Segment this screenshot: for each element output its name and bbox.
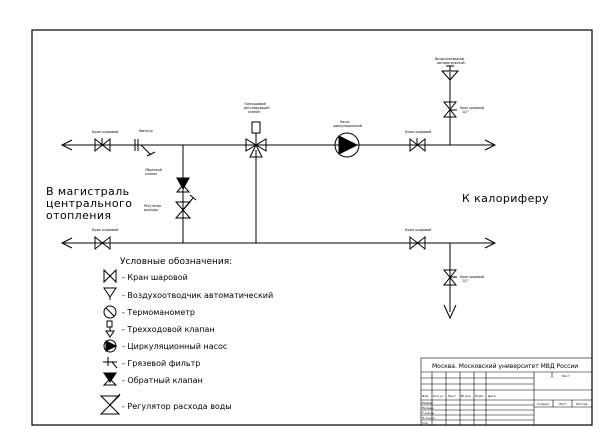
legend-label-balancing-valve: - Регулятор расхода воды [122,402,232,411]
title-block-col-date: Дата [488,394,496,398]
strainer [134,139,156,157]
ball-valve-vent-label-2: 1/2" [462,110,469,114]
supply-arrow-right [484,139,497,151]
title-block-row-nkontr: Н.контр. [422,416,435,420]
ball-valve-2 [409,137,426,153]
legend-icon-balancing-valve [99,393,121,415]
title-block-sheet: Лист [559,402,567,406]
legend-icon-three-way [105,320,115,338]
ball-valve-return-left [94,235,111,251]
legend-label-pump: - Циркуляционный насос [122,342,227,351]
legend-icon-pump [103,339,118,353]
title-block-col-kolvo: Кол.уч [433,394,444,398]
return-arrow-right [484,237,497,249]
legend-label-strainer: - Грязевой фильтр [122,359,200,368]
drain-arrow [443,304,457,320]
legend-icon-check-valve [102,372,118,386]
ball-valve-drain-label-1: Кран шаровой [460,275,484,279]
ball-valve-drain [442,269,458,286]
ball-valve-vent-label-1: Кран шаровой [460,106,484,110]
legend-label-check-valve: - Обратный клапан [122,376,203,385]
legend-label-thermometer: - Термоманометр [122,308,195,317]
filter-label: Фильтр [139,129,154,133]
ball-valve-return-right-label: Кран шаровой [405,228,431,232]
air-vent-label-2: автоматический [437,61,465,65]
to-main-line-label-1: В магистраль [46,185,130,198]
title-block-row-utv: Утв. [422,421,428,425]
air-vent-label-1: Воздухоотводчик [435,57,465,61]
to-main-line-label-3: отопления [46,209,111,222]
pump-label-1: Насос [340,120,350,124]
air-vent [440,65,460,81]
title-block-col-list: Лист [448,394,456,398]
title-block-row-tkontr: Т.контр. [421,411,435,415]
check-valve [175,177,191,193]
ball-valve-vent [442,101,458,118]
balancing-valve [174,194,197,219]
title-block-col-sign: Подп. [475,394,484,398]
legend-label-three-way: - Трехходовой клапан [122,325,215,334]
ball-valve-return-left-label: Кран шаровой [92,228,118,232]
balancing-valve-label-2: расхода [144,208,158,212]
legend-icon-strainer [103,357,118,369]
ball-valve-2-label: Кран шаровой [405,130,431,134]
title-block-sheets: Листов [576,402,587,406]
drawing-frame [31,29,593,426]
three-way-valve-label-3: клапан [248,110,260,114]
title-block-row-prover: Провер. [422,406,435,410]
title-block-organization: Москва. Московский университет МВД Росси… [432,363,578,370]
ball-valve-drain-label-2: 1/2" [462,279,469,283]
title-block [420,357,593,426]
three-way-valve-label-2: регулирующий [244,106,269,110]
to-main-line-label-2: центрального [46,197,132,210]
three-way-valve-label-1: Трехходовой [243,102,266,106]
legend-label-air-vent: - Воздухоотводчик автоматический [122,291,273,300]
legend-icon-air-vent [103,287,117,300]
title-block-col-izm: Изм [422,394,428,398]
legend-icon-thermometer [103,305,117,319]
title-block-row-razrab: Разраб. [422,401,434,405]
ball-valve-return-right [409,235,426,251]
legend-title: Условные обозначения: [120,257,232,267]
legend-icon-ball-valve [103,268,117,284]
pump-label-2: циркуляционный [333,124,362,128]
check-valve-label-2: клапан [145,172,157,176]
title-block-sheet-label: Лист [562,374,570,378]
supply-arrow [60,139,73,151]
to-heater-label: К калориферу [462,192,549,205]
three-way-valve [245,121,267,158]
return-arrow [60,237,73,249]
legend-label-ball-valve: - Кран шаровой [122,273,188,282]
ball-valve-1 [94,137,111,153]
title-block-stage: Стадия [537,402,549,406]
ball-valve-1-label: Кран шаровой [92,130,118,134]
check-valve-label-1: Обратный [145,168,162,172]
pump [334,132,360,158]
balancing-valve-label-1: Регулятор [144,204,161,208]
title-block-col-doc: № док [461,394,471,398]
